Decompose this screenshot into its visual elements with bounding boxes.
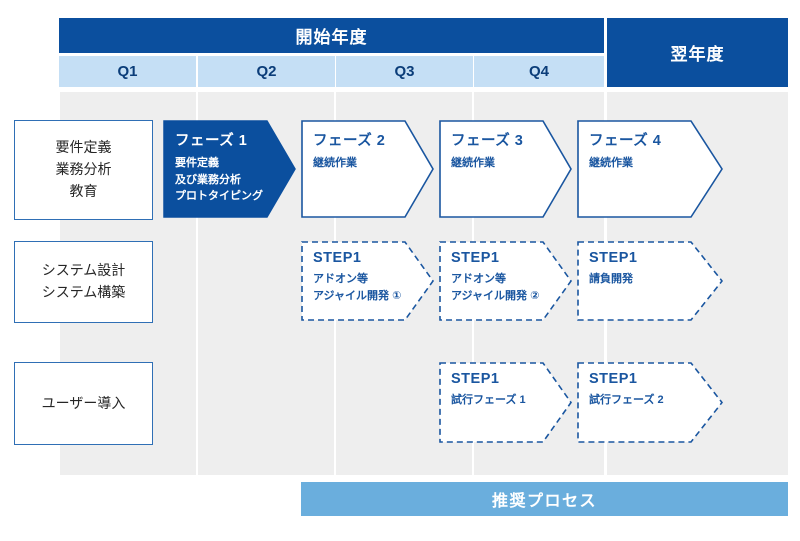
- development-step-3-text: STEP1 請負開発: [589, 250, 697, 288]
- chevron-shape-icon: [577, 120, 723, 218]
- row-label-system-design: システム設計 システム構築: [14, 241, 153, 323]
- chevron-shape-icon: [301, 241, 434, 321]
- header-next-year: 翌年度: [607, 18, 788, 87]
- phase-3-text: フェーズ 3 継続作業: [451, 129, 546, 172]
- header-quarter-q3: Q3: [336, 56, 473, 87]
- phase-4-title: フェーズ 4: [589, 133, 662, 149]
- phase-3-chevron[interactable]: フェーズ 3 継続作業: [439, 120, 572, 218]
- rollout-step-2-title: STEP1: [589, 371, 638, 387]
- chevron-shape-icon: [301, 120, 434, 218]
- development-step-3-sub-line: 請負開発: [589, 273, 633, 285]
- chevron-shape-icon: [439, 120, 572, 218]
- phase-4-sub-line: 継続作業: [589, 157, 633, 169]
- chevron-shape-icon: [439, 362, 572, 443]
- development-step-2-chevron[interactable]: STEP1 アドオン等 アジャイル開発 ②: [439, 241, 572, 321]
- rollout-step-1-sub-line: 試行フェーズ 1: [451, 394, 526, 406]
- phase-1-chevron[interactable]: フェーズ 1 要件定義 及び業務分析 プロトタイピング: [163, 120, 296, 218]
- rollout-step-1-title: STEP1: [451, 371, 500, 387]
- phase-2-title: フェーズ 2: [313, 133, 386, 149]
- chevron-shape-icon: [163, 120, 296, 218]
- development-step-2-sub-line: アドオン等: [451, 273, 506, 285]
- chevron-shape-icon: [439, 241, 572, 321]
- development-step-1-chevron[interactable]: STEP1 アドオン等 アジャイル開発 ①: [301, 241, 434, 321]
- development-step-3-chevron[interactable]: STEP1 請負開発: [577, 241, 724, 321]
- chevron-shape-icon: [577, 241, 724, 321]
- rollout-step-1-text: STEP1 試行フェーズ 1: [451, 371, 546, 409]
- development-step-1-sub-line: アジャイル開発 ①: [313, 289, 402, 302]
- recommended-process-bar: 推奨プロセス: [301, 482, 788, 516]
- phase-1-text: フェーズ 1 要件定義 及び業務分析 プロトタイピング: [175, 129, 270, 205]
- phase-3-sub-line: 継続作業: [451, 157, 495, 169]
- row-label-line: 業務分析: [55, 161, 112, 178]
- chevron-shape-icon: [577, 362, 724, 443]
- header-quarter-q4: Q4: [474, 56, 604, 87]
- row-label-line: ユーザー導入: [41, 394, 126, 411]
- development-step-1-sub-line: アドオン等: [313, 273, 368, 285]
- phase-4-chevron[interactable]: フェーズ 4 継続作業: [577, 120, 723, 218]
- phase-3-title: フェーズ 3: [451, 133, 524, 149]
- development-step-1-text: STEP1 アドオン等 アジャイル開発 ①: [313, 250, 408, 304]
- row-label-line: システム構築: [41, 284, 126, 300]
- header-quarter-q1: Q1: [59, 56, 196, 87]
- rollout-step-2-chevron[interactable]: STEP1 試行フェーズ 2: [577, 362, 724, 443]
- development-step-1-title: STEP1: [313, 250, 362, 266]
- phase-2-chevron[interactable]: フェーズ 2 継続作業: [301, 120, 434, 218]
- row-label-line: システム設計: [41, 262, 126, 279]
- row-label-line: 要件定義: [55, 139, 112, 156]
- development-step-2-text: STEP1 アドオン等 アジャイル開発 ②: [451, 250, 546, 304]
- development-step-2-sub-line: アジャイル開発 ②: [451, 289, 540, 302]
- header-quarter-q2: Q2: [198, 56, 335, 87]
- row-label-requirements: 要件定義 業務分析 教育: [14, 120, 153, 220]
- rollout-step-2-text: STEP1 試行フェーズ 2: [589, 371, 697, 409]
- phase-2-sub-line: 継続作業: [313, 157, 357, 169]
- development-step-3-title: STEP1: [589, 250, 638, 266]
- row-label-user-rollout: ユーザー導入: [14, 362, 153, 445]
- row-label-line: 教育: [69, 182, 98, 199]
- phase-1-sub-line: 及び業務分析: [175, 173, 241, 186]
- phase-1-title: フェーズ 1: [175, 133, 248, 149]
- development-step-2-title: STEP1: [451, 250, 500, 266]
- phase-4-text: フェーズ 4 継続作業: [589, 129, 697, 172]
- rollout-step-2-sub-line: 試行フェーズ 2: [589, 394, 664, 406]
- header-start-year: 開始年度: [59, 18, 604, 53]
- phase-2-text: フェーズ 2 継続作業: [313, 129, 408, 172]
- phase-1-sub-line: プロトタイピング: [175, 190, 263, 202]
- rollout-step-1-chevron[interactable]: STEP1 試行フェーズ 1: [439, 362, 572, 443]
- phase-1-sub-line: 要件定義: [175, 157, 219, 169]
